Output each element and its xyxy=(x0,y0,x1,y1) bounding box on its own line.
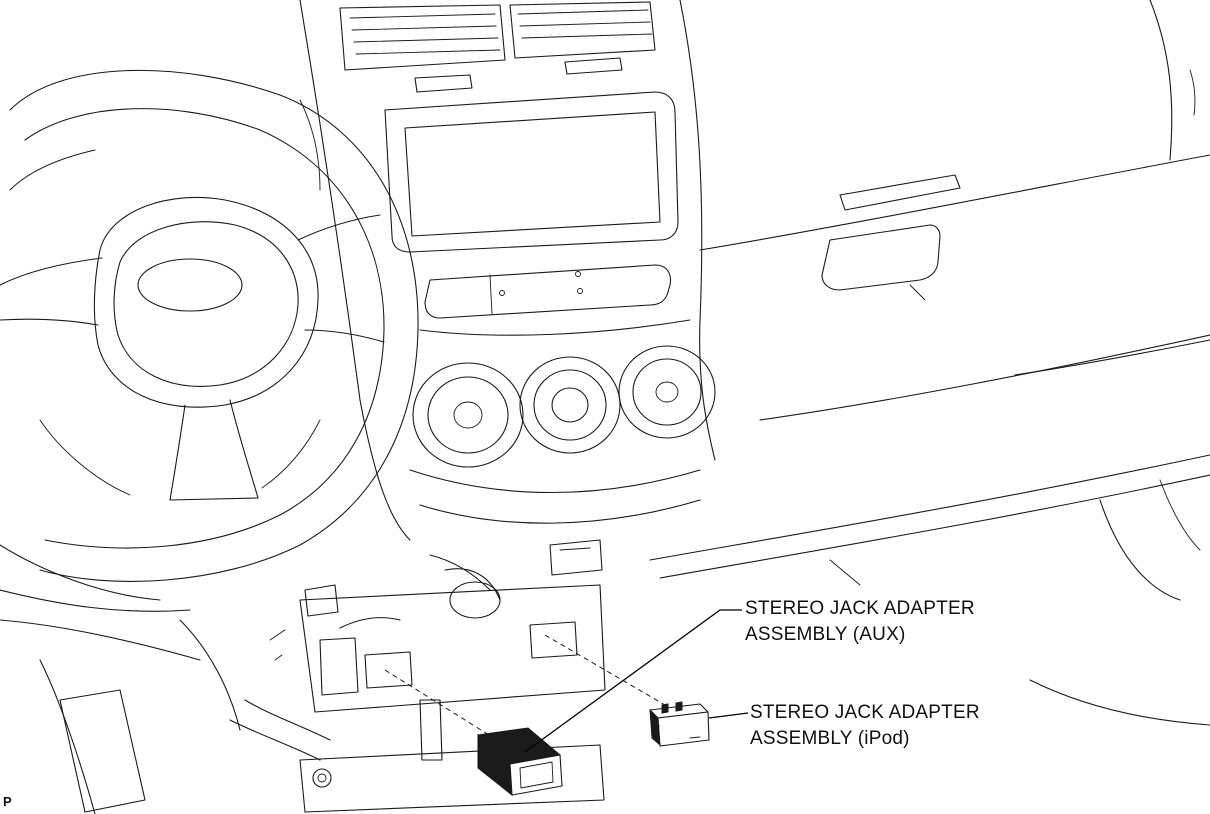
display-panel xyxy=(384,91,679,319)
installation-guide-lines xyxy=(384,634,666,746)
label-stereo-jack-adapter-ipod: STEREO JACK ADAPTER ASSEMBLY (iPod) xyxy=(750,700,980,752)
label-aux-line1: STEREO JACK ADAPTER xyxy=(745,598,975,619)
stereo-jack-adapter-aux xyxy=(476,727,563,797)
upper-air-vents xyxy=(339,1,656,93)
center-console-frame xyxy=(299,0,716,541)
leader-lines xyxy=(524,609,749,753)
stereo-jack-adapter-ipod xyxy=(649,701,710,747)
label-ipod-line1: STEREO JACK ADAPTER xyxy=(750,702,980,723)
label-ipod-line2: ASSEMBLY (iPod) xyxy=(750,728,910,749)
passenger-dashboard xyxy=(649,0,1210,726)
climate-control-knobs xyxy=(412,345,716,468)
figure-code: P xyxy=(3,794,12,809)
steering-wheel xyxy=(0,69,419,612)
left-lower-trim xyxy=(0,619,241,814)
label-stereo-jack-adapter-aux: STEREO JACK ADAPTER ASSEMBLY (AUX) xyxy=(745,596,975,648)
label-aux-line2: ASSEMBLY (AUX) xyxy=(745,624,906,645)
